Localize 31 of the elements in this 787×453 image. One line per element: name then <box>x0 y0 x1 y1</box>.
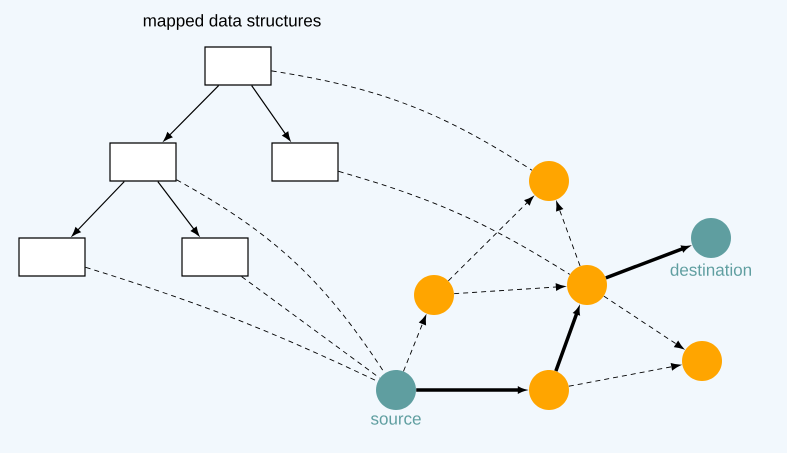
data-box <box>271 142 339 182</box>
node-circle <box>529 161 569 201</box>
data-box <box>181 237 249 277</box>
node-label: source <box>370 415 421 425</box>
arrow <box>454 283 566 294</box>
arrow <box>251 85 290 141</box>
arrow <box>556 201 581 266</box>
data-box <box>204 46 272 86</box>
node-circle <box>414 275 454 315</box>
node-circle <box>682 341 722 381</box>
arrow <box>72 181 125 236</box>
arrow <box>603 296 684 350</box>
arrow <box>568 363 681 387</box>
arrow <box>157 181 200 236</box>
node-circle <box>567 265 607 305</box>
node-circle <box>691 218 731 258</box>
arrow <box>164 85 220 142</box>
arrow <box>448 196 534 282</box>
node-label: destination <box>670 263 751 276</box>
arrow <box>416 386 526 394</box>
data-box <box>109 142 177 182</box>
connector-line <box>271 70 532 171</box>
arrow <box>554 307 580 372</box>
title: mapped data structures <box>144 14 321 30</box>
connector-line <box>338 170 570 275</box>
connector-line <box>241 276 380 378</box>
data-box <box>18 237 86 277</box>
node-circle <box>529 370 569 410</box>
node-circle <box>376 370 416 410</box>
arrow <box>403 315 426 372</box>
arrow <box>605 246 689 280</box>
